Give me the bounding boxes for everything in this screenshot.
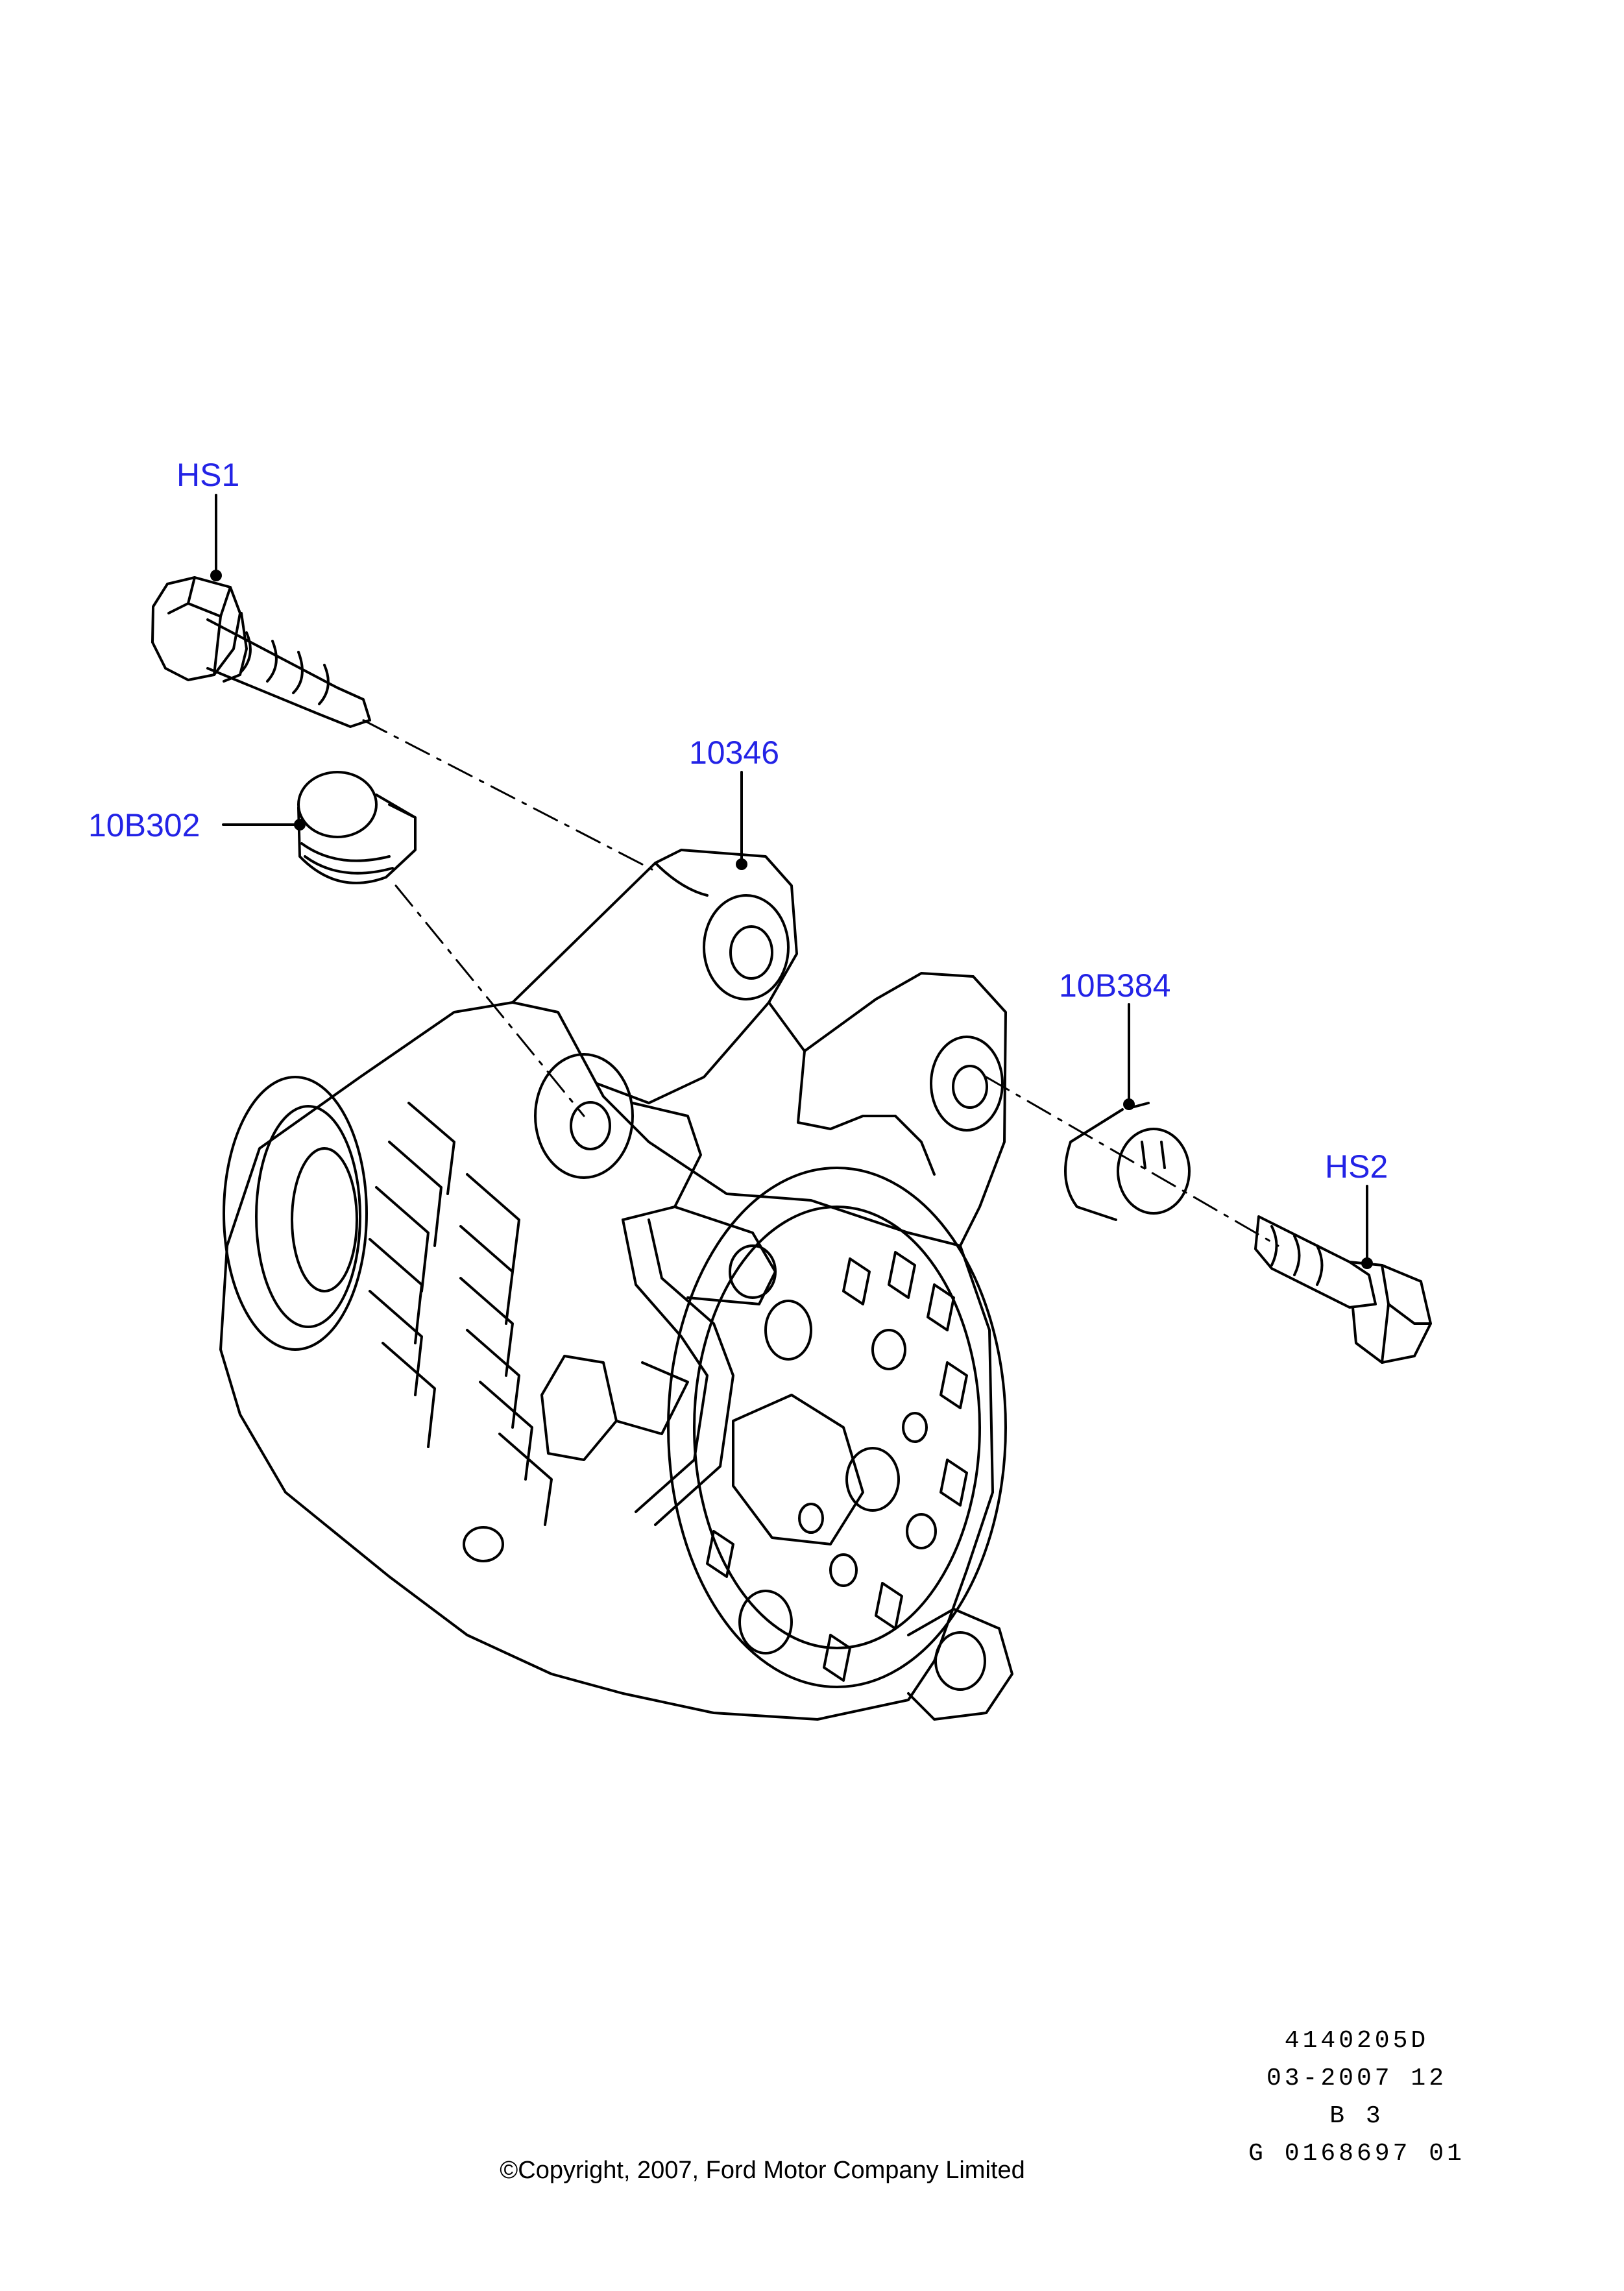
drawing-date: 03-2007 12 <box>1266 2065 1448 2092</box>
copyright-notice: ©Copyright, 2007, Ford Motor Company Lim… <box>500 2157 1025 2184</box>
bushing-10b384 <box>1064 1102 1191 1221</box>
drawing-ref: B 3 <box>1329 2102 1384 2130</box>
callout-10b302: 10B302 <box>88 807 200 843</box>
callout-hs2: HS2 <box>1325 1148 1388 1185</box>
assembly-centerlines <box>362 719 1279 1247</box>
callout-hs1: HS1 <box>176 457 240 493</box>
callout-10346: 10346 <box>689 734 780 771</box>
plug-10b302 <box>297 771 417 884</box>
bracket-10346 <box>511 849 1007 1247</box>
drawing-part-id: G 0168697 01 <box>1248 2140 1465 2168</box>
bolt-hs1 <box>151 576 371 728</box>
bolt-hs2 <box>1254 1215 1432 1364</box>
alternator-body <box>219 1001 1013 1721</box>
callout-leaders <box>210 494 1373 1269</box>
callout-10b384: 10B384 <box>1059 967 1171 1004</box>
drawing-code: 4140205D <box>1284 2027 1429 2055</box>
